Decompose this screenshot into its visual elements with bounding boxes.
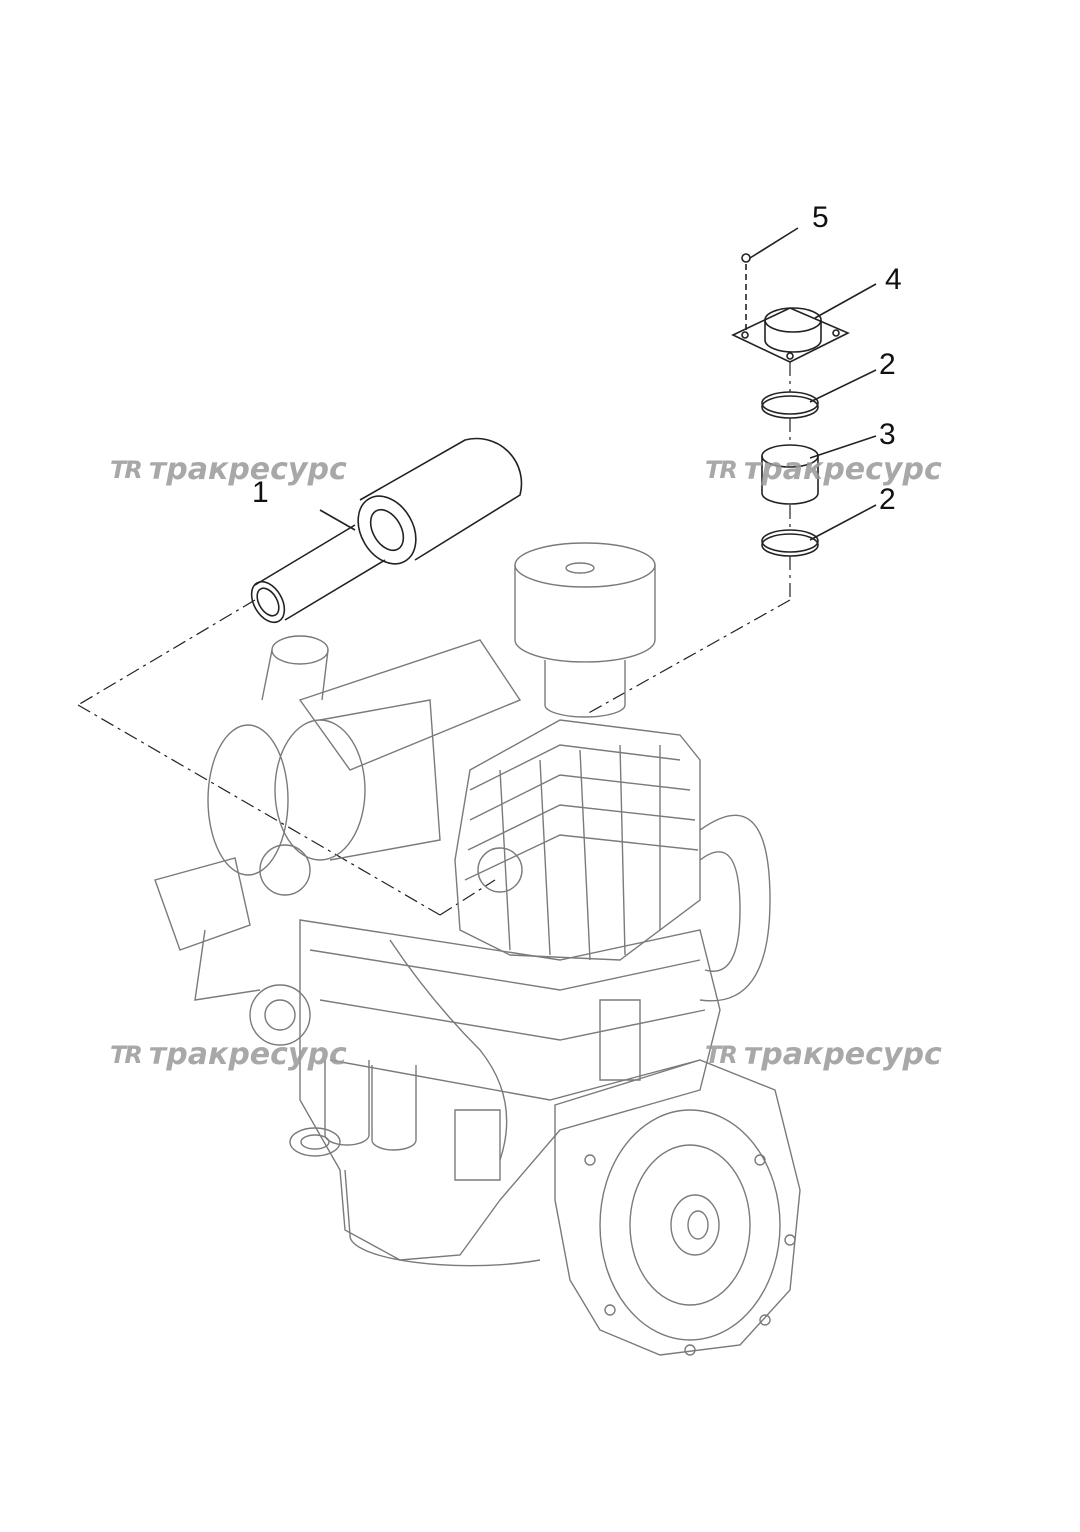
callout-2-lower: 2 [879, 483, 896, 516]
watermark-logo-icon: TR [110, 455, 143, 484]
engine-assembly [154, 542, 801, 1356]
part-4-flange-cap [731, 307, 850, 363]
watermark: TR тракресурс [705, 1037, 942, 1072]
watermark-text: тракресурс [743, 1037, 942, 1072]
callout-2-upper: 2 [879, 348, 896, 381]
watermark: TR тракресурс [110, 452, 347, 487]
callout-1: 1 [252, 476, 269, 509]
watermark-text: тракресурс [743, 452, 942, 487]
part-2-clamp-lower [761, 529, 819, 557]
part-1-intake-pipe [250, 437, 523, 624]
watermark-logo-icon: TR [110, 1040, 143, 1069]
watermark: TR тракресурс [705, 452, 942, 487]
part-5-bolt [741, 253, 751, 330]
watermark-text: тракресурс [148, 452, 347, 487]
watermark-text: тракресурс [148, 1037, 347, 1072]
callout-3: 3 [879, 418, 896, 451]
watermark: TR тракресурс [110, 1037, 347, 1072]
watermark-logo-icon: TR [705, 1040, 738, 1069]
watermark-logo-icon: TR [705, 455, 738, 484]
callout-5: 5 [812, 201, 829, 234]
part-2-clamp-upper [761, 391, 819, 419]
callout-4: 4 [885, 263, 902, 296]
